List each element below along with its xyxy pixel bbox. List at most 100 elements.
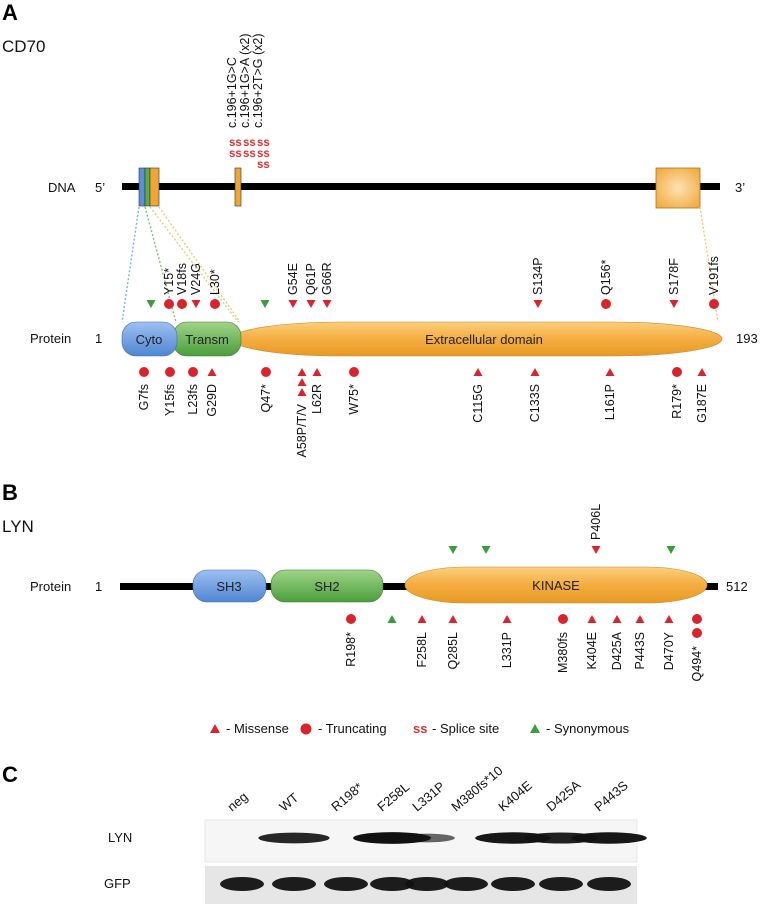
panel-b: B LYN Protein 1 512 SH3 SH2 KINASE P406L… xyxy=(2,480,748,681)
cd70-mutation-s134p-marker xyxy=(533,300,543,308)
lyn-mutation-l331p-marker xyxy=(502,615,512,623)
kinase-domain-label: KINASE xyxy=(532,578,580,593)
blot-lane-p443s-label: P443S xyxy=(591,778,631,815)
cd70-mutation-g29d-marker xyxy=(207,368,217,376)
gfp-band-r198 xyxy=(324,877,368,891)
splice-mutation-1: c.196+1G>C xyxy=(225,57,239,128)
blot-lane-l331p-label: L331P xyxy=(409,779,447,815)
lyn-mutation-m380fs-label: M380fs xyxy=(556,632,570,673)
blot-bands xyxy=(220,832,647,891)
cd70-mutation-a58p-t-v-marker xyxy=(297,388,307,396)
panel-a: A CD70 DNA 5’ 3’ c.196+1G>C c.196+1G>A (… xyxy=(2,0,758,458)
blot-row-gfp-label: GFP xyxy=(104,876,131,891)
blot-row-lyn-label: LYN xyxy=(108,830,132,845)
cd70-synonymous-marker-marker xyxy=(260,300,270,308)
splice-site-marker: ss xyxy=(257,148,270,160)
splice-site-marker: ss xyxy=(243,148,256,160)
cd70-mutation-q61p-label: Q61P xyxy=(304,263,318,295)
splice-site-marker: ss xyxy=(229,148,242,160)
legend-truncating-icon xyxy=(300,723,312,735)
cd70-mutation-y15-label: Y15* xyxy=(162,268,176,295)
splice-mutation-3: c.196+2T>G (x2) xyxy=(251,34,265,129)
cd70-mutation-g66r-label: G66R xyxy=(320,262,334,295)
cd70-mutation-a58p-t-v-marker xyxy=(297,378,307,386)
cd70-mutation-l23fs-marker xyxy=(188,367,198,377)
cd70-mutation-w75-marker xyxy=(349,367,359,377)
splice-site-marker: ss xyxy=(257,159,270,171)
cd70-mutation-q156-label: Q156* xyxy=(599,259,613,295)
lyn-protein-start: 1 xyxy=(95,579,102,594)
legend-splice-label: - Splice site xyxy=(432,721,499,736)
gfp-band-d425a xyxy=(539,877,583,891)
exon-1 xyxy=(138,167,160,207)
blot-lane-d425a-label: D425A xyxy=(543,777,583,814)
lyn-mutation-d470y-label: D470Y xyxy=(662,631,676,670)
cd70-mutation-v24g-marker xyxy=(191,300,201,308)
lyn-mutation-q285l-label: Q285L xyxy=(446,632,460,670)
cd70-mutation-l161p-label: L161P xyxy=(603,384,617,420)
sh2-domain xyxy=(270,569,384,603)
panel-a-letter: A xyxy=(2,0,18,25)
cd70-mutation-v191fs-marker xyxy=(709,299,719,309)
blot-lane-k404e-label: K404E xyxy=(495,778,535,815)
cd70-gene-name: CD70 xyxy=(2,37,45,56)
lyn-mutation-q494-marker xyxy=(692,628,702,638)
cd70-mutation-s178f-marker xyxy=(669,300,679,308)
lyn-synonymous-marker-marker xyxy=(481,546,491,554)
lyn-mutation-p406l-marker xyxy=(591,546,601,554)
exon-2 xyxy=(234,167,242,207)
legend: - Missense - Truncating ss - Splice site… xyxy=(210,721,630,736)
panel-b-letter: B xyxy=(2,480,18,505)
lyn-mutation-r198-label: R198* xyxy=(344,632,358,667)
splice-site-marker: ss xyxy=(229,137,242,149)
lyn-mutation-r198-marker xyxy=(346,614,356,624)
legend-synonymous-icon xyxy=(530,724,540,733)
cd70-mutation-r179-marker xyxy=(672,367,682,377)
lyn-mutation-f258l-label: F258L xyxy=(415,632,429,667)
lyn-mutation-l331p-label: L331P xyxy=(500,632,514,668)
cd70-mutation-g29d-label: G29D xyxy=(205,384,219,417)
dna-label: DNA xyxy=(48,180,76,195)
lyn-synonymous-marker-marker xyxy=(448,546,458,554)
lyn-mutations-above: P406L xyxy=(448,504,676,554)
sh2-domain-label: SH2 xyxy=(314,579,339,594)
lyn-mutation-q494-label: Q494* xyxy=(690,646,704,682)
transmembrane-domain-label: Transm xyxy=(185,332,229,347)
cd70-mutation-l30-marker xyxy=(210,299,220,309)
lyn-mutation-d425a-label: D425A xyxy=(610,631,624,670)
lyn-mutation-f258l-marker xyxy=(417,615,427,623)
cd70-mutation-s178f-label: S178F xyxy=(667,258,681,295)
gfp-band-neg xyxy=(220,877,264,891)
legend-truncating-label: - Truncating xyxy=(318,721,387,736)
cd70-mutation-s134p-label: S134P xyxy=(531,257,545,295)
cd70-mutation-y15fs-marker xyxy=(165,367,175,377)
cd70-mutation-g7fs-marker xyxy=(139,367,149,377)
cd70-mutation-v191fs-label: V191fs xyxy=(707,256,721,295)
cd70-mutation-g66r-marker xyxy=(322,300,332,308)
cd70-mutation-l161p-marker xyxy=(605,368,615,376)
exon-3 xyxy=(655,167,701,209)
lyn-mutation-p406l-label: P406L xyxy=(589,504,603,540)
lyn-mutation-q285l-marker xyxy=(448,615,458,623)
blot-lane-f258l-label: F258L xyxy=(374,779,412,814)
cd70-mutation-q61p-marker xyxy=(306,300,316,308)
cd70-mutation-g187e-marker xyxy=(697,368,707,376)
cd70-mutation-q156-marker xyxy=(601,299,611,309)
gfp-band-l331p xyxy=(405,877,449,891)
cd70-mutation-c133s-label: C133S xyxy=(528,384,542,422)
splice-annotations: c.196+1G>C c.196+1G>A (x2) c.196+2T>G (x… xyxy=(225,33,270,171)
gfp-band-f258l xyxy=(370,877,414,891)
cd70-mutation-q47-label: Q47* xyxy=(259,384,273,413)
lyn-protein-label: Protein xyxy=(30,579,71,594)
cd70-protein-start: 1 xyxy=(95,331,102,346)
gfp-band-k404e xyxy=(491,877,535,891)
lyn-gene-name: LYN xyxy=(2,517,34,536)
cd70-mutation-a58p-t-v-label: A58P/T/V xyxy=(295,403,309,457)
cd70-mutation-v24g-label: V24G xyxy=(189,263,203,295)
splice-mutation-2: c.196+1G>A (x2) xyxy=(238,33,252,128)
